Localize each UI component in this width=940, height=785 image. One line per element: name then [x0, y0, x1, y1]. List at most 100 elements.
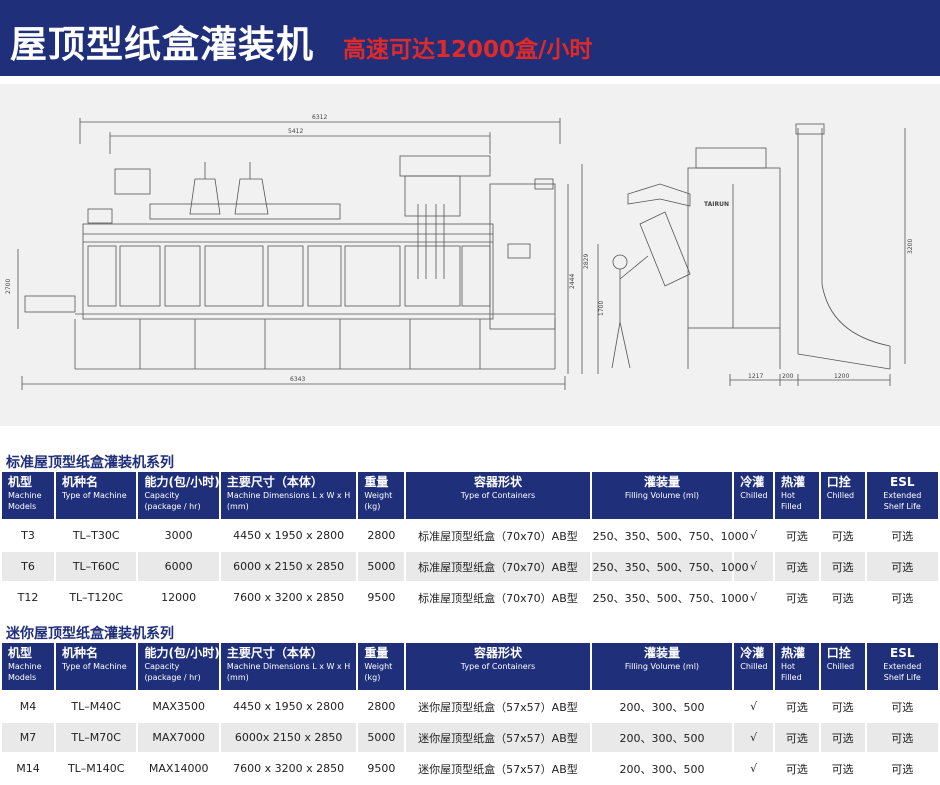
table-cell: 标准屋顶型纸盒（70x70）AB型 — [406, 552, 590, 583]
machine-drawing-svg: 6312 5412 6343 2700 2444 2829 1700 3200 … — [5, 114, 914, 390]
table-row: M14 TL–M140C MAX14000 7600 x 3200 x 2850… — [2, 754, 938, 785]
dim-overall-length: 6312 — [312, 114, 327, 121]
table-cell: 6000x 2150 x 2850 — [220, 723, 357, 754]
table-cell: 可选 — [820, 552, 865, 583]
table-cell: √ — [734, 583, 773, 614]
table-cell: 5000 — [358, 723, 405, 754]
table-cell: 可选 — [866, 552, 938, 583]
table-cell: M14 — [2, 754, 54, 785]
table-cell: 可选 — [774, 723, 819, 754]
table-cell: T3 — [2, 521, 54, 552]
table-cell: TL–T60C — [55, 552, 137, 583]
table-cell: MAX7000 — [138, 723, 219, 754]
table-cell: 可选 — [820, 692, 865, 723]
table-cell: 可选 — [820, 754, 865, 785]
table-cell: √ — [734, 692, 773, 723]
table-cell: TL–M140C — [55, 754, 137, 785]
dim-height-mid: 2444 — [569, 274, 576, 289]
dim-height-left: 2700 — [5, 279, 12, 294]
table-cell: 可选 — [774, 692, 819, 723]
table-cell: 200、300、500 — [591, 692, 733, 723]
table-cell: √ — [734, 723, 773, 754]
col-capacity: 能力(包/小时)Capacity (package / hr) — [138, 643, 220, 692]
page-subtitle: 高速可达12000盒/小时 — [343, 37, 593, 63]
table-cell: T6 — [2, 552, 54, 583]
table-cell: TL–T30C — [55, 521, 137, 552]
table-cell: 200、300、500 — [591, 723, 733, 754]
dim-height-mid2: 2829 — [583, 254, 590, 269]
machine-drawing: 6312 5412 6343 2700 2444 2829 1700 3200 … — [0, 84, 940, 426]
table-cell: 250、350、500、750、1000 — [591, 583, 749, 614]
dim-side-3: 1200 — [834, 373, 849, 380]
dim-side-2: 200 — [782, 373, 794, 380]
table-cell: 12000 — [138, 583, 219, 614]
table-cell: 9500 — [358, 583, 405, 614]
table-cell: 6000 x 2150 x 2850 — [220, 552, 357, 583]
table-cell: 可选 — [866, 521, 938, 552]
table-cell: 可选 — [774, 754, 819, 785]
table-cell: 4450 x 1950 x 2800 — [220, 692, 357, 723]
table-cell: 迷你屋顶型纸盒（57x57）AB型 — [406, 723, 590, 754]
table-cell: 2800 — [358, 692, 405, 723]
header-banner: 屋顶型纸盒灌装机 高速可达12000盒/小时 — [0, 0, 940, 76]
standard-series-title: 标准屋顶型纸盒灌装机系列 — [6, 455, 174, 471]
table-cell: TL–M70C — [55, 723, 137, 754]
table-row: T12 TL–T120C 12000 7600 x 3200 x 2850 95… — [2, 583, 938, 614]
table-cell: √ — [734, 754, 773, 785]
table-cell: MAX14000 — [138, 754, 219, 785]
table-row: T6 TL–T60C 6000 6000 x 2150 x 2850 5000 … — [2, 552, 938, 583]
table-cell: 可选 — [820, 583, 865, 614]
table-cell: MAX3500 — [138, 692, 219, 723]
table-cell: √ — [734, 521, 773, 552]
brand-label: TAIRUN — [704, 201, 729, 208]
table-cell: 2800 — [358, 521, 405, 552]
table-cell: M4 — [2, 692, 54, 723]
table-cell: 5000 — [358, 552, 405, 583]
table-cell: 3000 — [138, 521, 219, 552]
dim-person-height: 1700 — [598, 301, 605, 316]
table-cell: 可选 — [774, 583, 819, 614]
table-row: M7 TL–M70C MAX7000 6000x 2150 x 2850 500… — [2, 723, 938, 754]
table-cell: 6000 — [138, 552, 219, 583]
table-cell: 可选 — [866, 583, 938, 614]
dim-inner-length: 5412 — [288, 128, 303, 135]
table-cell: TL–T120C — [55, 583, 137, 614]
table-cell: √ — [734, 552, 773, 583]
dim-side-1: 1217 — [748, 373, 763, 380]
table-cell: 250、350、500、750、1000 — [591, 552, 749, 583]
col-dimensions: 主要尺寸（本体）Machine Dimensions L x W x H (mm… — [220, 472, 357, 521]
table-cell: 7600 x 3200 x 2850 — [220, 583, 357, 614]
table-cell: 可选 — [866, 723, 938, 754]
table-cell: 可选 — [820, 521, 865, 552]
table-cell: 4450 x 1950 x 2800 — [220, 521, 357, 552]
table-cell: 可选 — [866, 692, 938, 723]
table-cell: 可选 — [774, 552, 819, 583]
col-capacity: 能力(包/小时)Capacity (package / hr) — [138, 472, 220, 521]
mini-series-title: 迷你屋顶型纸盒灌装机系列 — [6, 626, 174, 642]
table-cell: 可选 — [866, 754, 938, 785]
table-cell: M7 — [2, 723, 54, 754]
table-cell: 迷你屋顶型纸盒（57x57）AB型 — [406, 754, 590, 785]
dim-elevator-height: 3200 — [907, 239, 914, 254]
table-row: T3 TL–T30C 3000 4450 x 1950 x 2800 2800 … — [2, 521, 938, 552]
table-cell: 9500 — [358, 754, 405, 785]
table-cell: TL–M40C — [55, 692, 137, 723]
